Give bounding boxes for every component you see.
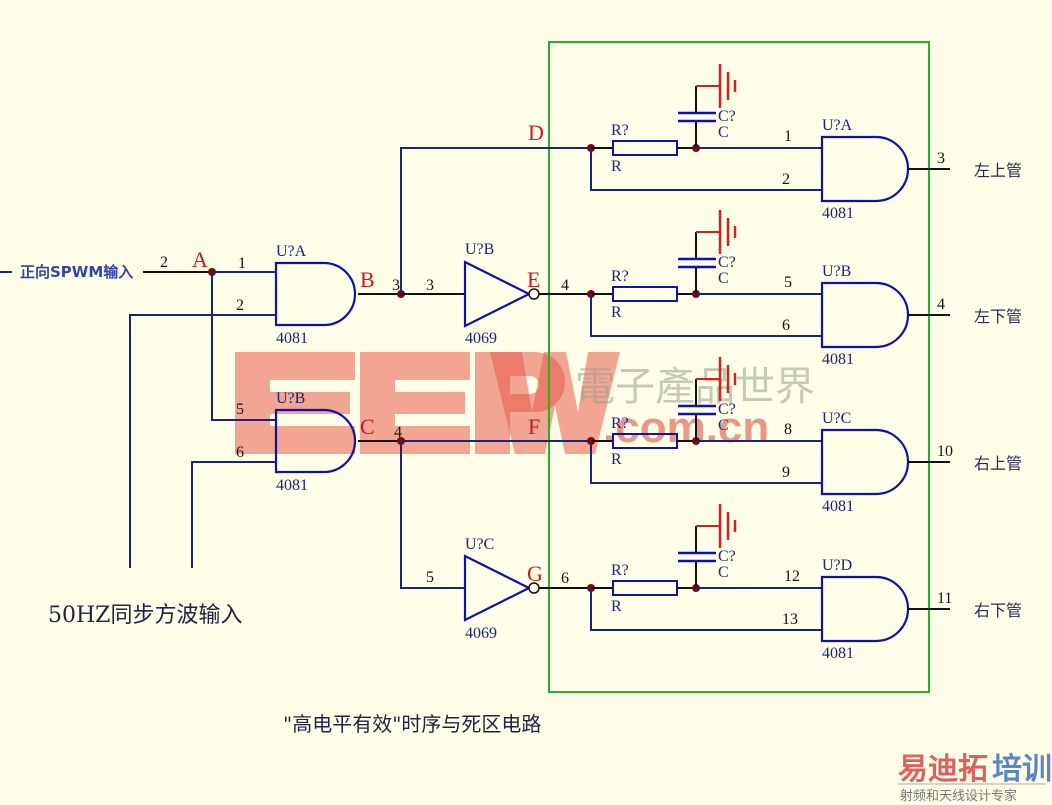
- and-gate: [820, 428, 910, 496]
- inverter-ref: U?B: [465, 241, 494, 258]
- resistor-value: R: [611, 158, 622, 175]
- watermark-eepw-logo: [235, 352, 620, 454]
- wire: [590, 148, 822, 191]
- gate-ref: U?A: [822, 117, 853, 134]
- pin-label: 1: [238, 255, 246, 272]
- inverter-u2c: U?C 4069: [463, 536, 540, 642]
- pin-label: 6: [236, 444, 244, 461]
- pin-label: 3: [937, 150, 945, 167]
- capacitor-ref: C?: [718, 401, 736, 418]
- gate-part: 4081: [822, 351, 854, 368]
- wire: [590, 294, 822, 337]
- diagram-title: "高电平有效"时序与死区电路: [283, 712, 541, 736]
- logo-tagline: 射频和天线设计专家: [900, 788, 1017, 804]
- node-f-label: F: [528, 414, 540, 439]
- node-c-label: C: [360, 414, 375, 439]
- pin-label: 5: [426, 569, 434, 586]
- capacitor-ref: C?: [718, 548, 736, 565]
- gate-ref: U?B: [822, 263, 851, 280]
- and-gate-u1b: U?B 4081: [274, 390, 357, 494]
- wire-square-to-gate2: [191, 461, 276, 568]
- resistor-value: R: [611, 598, 622, 615]
- capacitor-value: C: [718, 417, 729, 434]
- pin-label: 3: [392, 277, 400, 294]
- capacitor-value: C: [718, 564, 729, 581]
- pin-label: 6: [782, 317, 790, 334]
- output-label: 右上管: [974, 454, 1022, 473]
- inverter-part: 4069: [465, 330, 497, 347]
- pin-label: 4: [937, 296, 945, 313]
- node-e-label: E: [527, 267, 540, 292]
- pin-label: 8: [784, 421, 792, 438]
- gate-part: 4081: [822, 498, 854, 515]
- resistor: [612, 140, 678, 156]
- pin-label: 5: [236, 401, 244, 418]
- gate-part: 4081: [822, 645, 854, 662]
- pin-label: 9: [782, 464, 790, 481]
- pin-label: 2: [236, 297, 244, 314]
- resistor: [612, 286, 678, 302]
- resistor: [612, 580, 678, 596]
- pin-label: 6: [561, 570, 569, 587]
- wire-a-to-gate2: [211, 272, 276, 421]
- watermark-domain: .com.cn: [603, 403, 769, 452]
- node-g-label: G: [527, 561, 543, 586]
- pin-label: 5: [784, 274, 792, 291]
- gate-part: 4081: [822, 205, 854, 222]
- output-label: 右下管: [974, 601, 1022, 620]
- wire-c-to-inv2: [400, 441, 464, 589]
- and-gate: [820, 575, 910, 643]
- pin-label: 10: [937, 443, 953, 460]
- node-b-label: B: [360, 267, 375, 292]
- logo-part2: 培训: [992, 752, 1052, 787]
- and-gate-u1a: U?A 4081: [274, 243, 357, 347]
- gate-part: 4081: [276, 330, 308, 347]
- capacitor-value: C: [718, 270, 729, 287]
- output-label: 左上管: [974, 161, 1022, 180]
- pin-label: 3: [426, 277, 434, 294]
- pin-label: 12: [784, 568, 800, 585]
- pin-label: 1: [784, 128, 792, 145]
- inverter-ref: U?C: [465, 536, 494, 553]
- dead-zone-box: [548, 41, 930, 693]
- wire: [590, 588, 822, 631]
- wire-b-to-d: [400, 147, 591, 294]
- wire-square-to-gate1: [129, 314, 276, 568]
- node-a-label: A: [192, 247, 208, 272]
- edatop-logo: 易迪拓 培训 射频和天线设计专家: [898, 752, 1052, 804]
- resistor-ref: R?: [611, 415, 629, 432]
- inverter-u2b: U?B 4069: [463, 241, 540, 347]
- pin-label: 4: [394, 424, 402, 441]
- spwm-input-label: 正向SPWM输入: [20, 263, 133, 281]
- resistor-value: R: [611, 304, 622, 321]
- resistor-ref: R?: [611, 268, 629, 285]
- pin-label: 11: [937, 590, 952, 607]
- capacitor-ref: C?: [718, 108, 736, 125]
- pin-label: 4: [561, 277, 569, 294]
- and-gate: [820, 135, 910, 203]
- gate-part: 4081: [276, 477, 308, 494]
- logo-part1: 易迪拓: [898, 752, 988, 787]
- resistor-value: R: [611, 451, 622, 468]
- capacitor-value: C: [718, 124, 729, 141]
- wire: [590, 441, 822, 484]
- pin-label: 13: [782, 611, 798, 628]
- and-gate: [820, 281, 910, 349]
- gate-ref: U?C: [822, 410, 851, 427]
- inverter-part: 4069: [465, 625, 497, 642]
- watermark: 電子產品世界 .com.cn: [235, 352, 815, 454]
- pin-label: 2: [160, 254, 168, 271]
- capacitor-ref: C?: [718, 254, 736, 271]
- resistor-ref: R?: [611, 122, 629, 139]
- node-d-label: D: [528, 120, 544, 145]
- gate-ref: U?A: [276, 243, 307, 260]
- output-label: 左下管: [974, 307, 1022, 326]
- pin-label: 2: [782, 171, 790, 188]
- resistor-ref: R?: [611, 562, 629, 579]
- gate-ref: U?D: [822, 557, 852, 574]
- square-wave-input-label: 50HZ同步方波输入: [48, 603, 242, 628]
- gate-ref: U?B: [276, 390, 305, 407]
